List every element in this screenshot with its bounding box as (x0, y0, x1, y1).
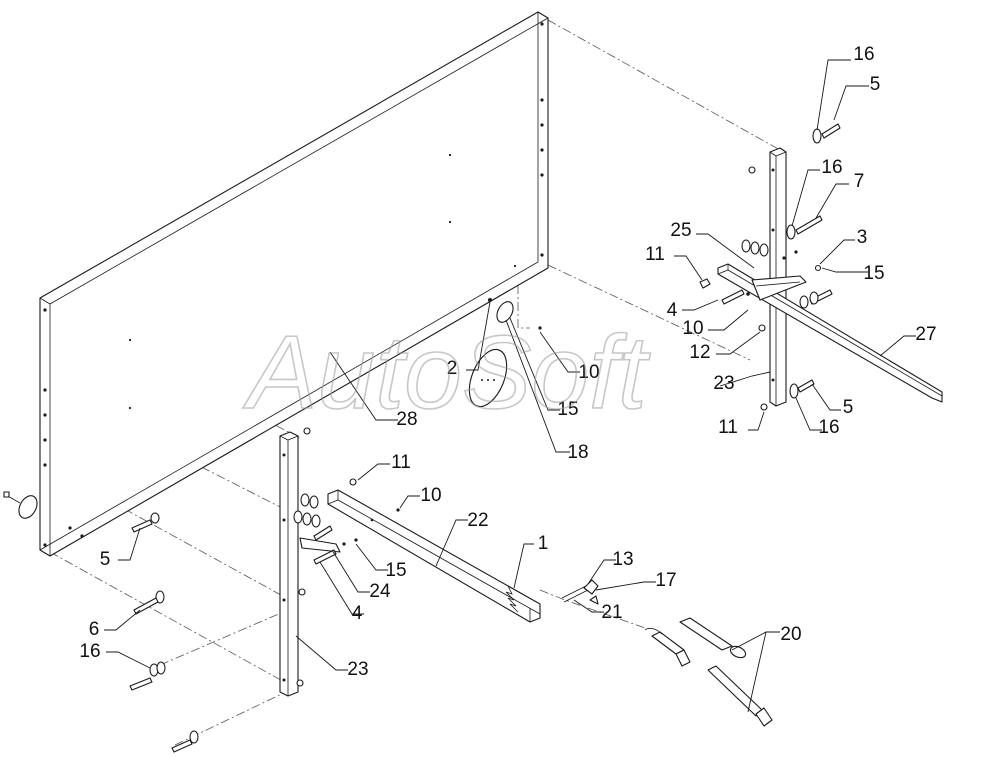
callout-23: 23 (713, 373, 734, 394)
callout-11: 11 (645, 244, 665, 265)
callout-6: 6 (89, 619, 100, 640)
callout-2: 2 (447, 358, 458, 379)
callout-16: 16 (821, 157, 842, 178)
callout-10: 10 (682, 318, 703, 339)
callout-28: 28 (396, 409, 417, 430)
right-hardware (699, 123, 841, 411)
callout-17: 17 (655, 570, 676, 591)
callout-20: 20 (780, 624, 801, 645)
callout-10: 10 (420, 485, 441, 506)
callout-12: 12 (689, 342, 710, 363)
right-post (769, 147, 787, 407)
callout-13: 13 (612, 549, 633, 570)
callout-7: 7 (854, 171, 865, 192)
callout-27: 27 (915, 324, 936, 345)
callout-16: 16 (818, 417, 839, 438)
callout-21: 21 (601, 602, 622, 623)
callout-11: 11 (718, 417, 738, 438)
middle-rail (327, 478, 541, 623)
callout-22: 22 (467, 510, 488, 531)
callout-10: 10 (578, 362, 599, 383)
callout-15: 15 (557, 399, 578, 420)
callout-24: 24 (369, 581, 391, 602)
callout-4: 4 (352, 603, 363, 624)
callout-18: 18 (567, 442, 588, 463)
callout-11: 11 (391, 452, 411, 473)
callout-23: 23 (347, 659, 368, 680)
callout-25: 25 (670, 220, 691, 241)
right-rail (717, 263, 943, 403)
end-cap-left (3, 491, 38, 519)
right-bracket (751, 275, 807, 301)
callout-4: 4 (667, 300, 678, 321)
callout-5: 5 (100, 549, 111, 570)
callout-5: 5 (843, 397, 854, 418)
callout-3: 3 (857, 227, 868, 248)
left-hardware (68, 427, 358, 753)
callout-16: 16 (853, 44, 874, 65)
side-panel (39, 11, 549, 557)
callout-15: 15 (385, 560, 406, 581)
callout-16: 16 (79, 641, 100, 662)
callout-1: 1 (538, 533, 549, 554)
left-post (279, 431, 299, 697)
callout-15: 15 (863, 263, 884, 284)
callout-5: 5 (870, 74, 881, 95)
watermark: AutoSoft (242, 315, 651, 431)
leader-lines (104, 59, 916, 713)
straps (644, 617, 773, 727)
